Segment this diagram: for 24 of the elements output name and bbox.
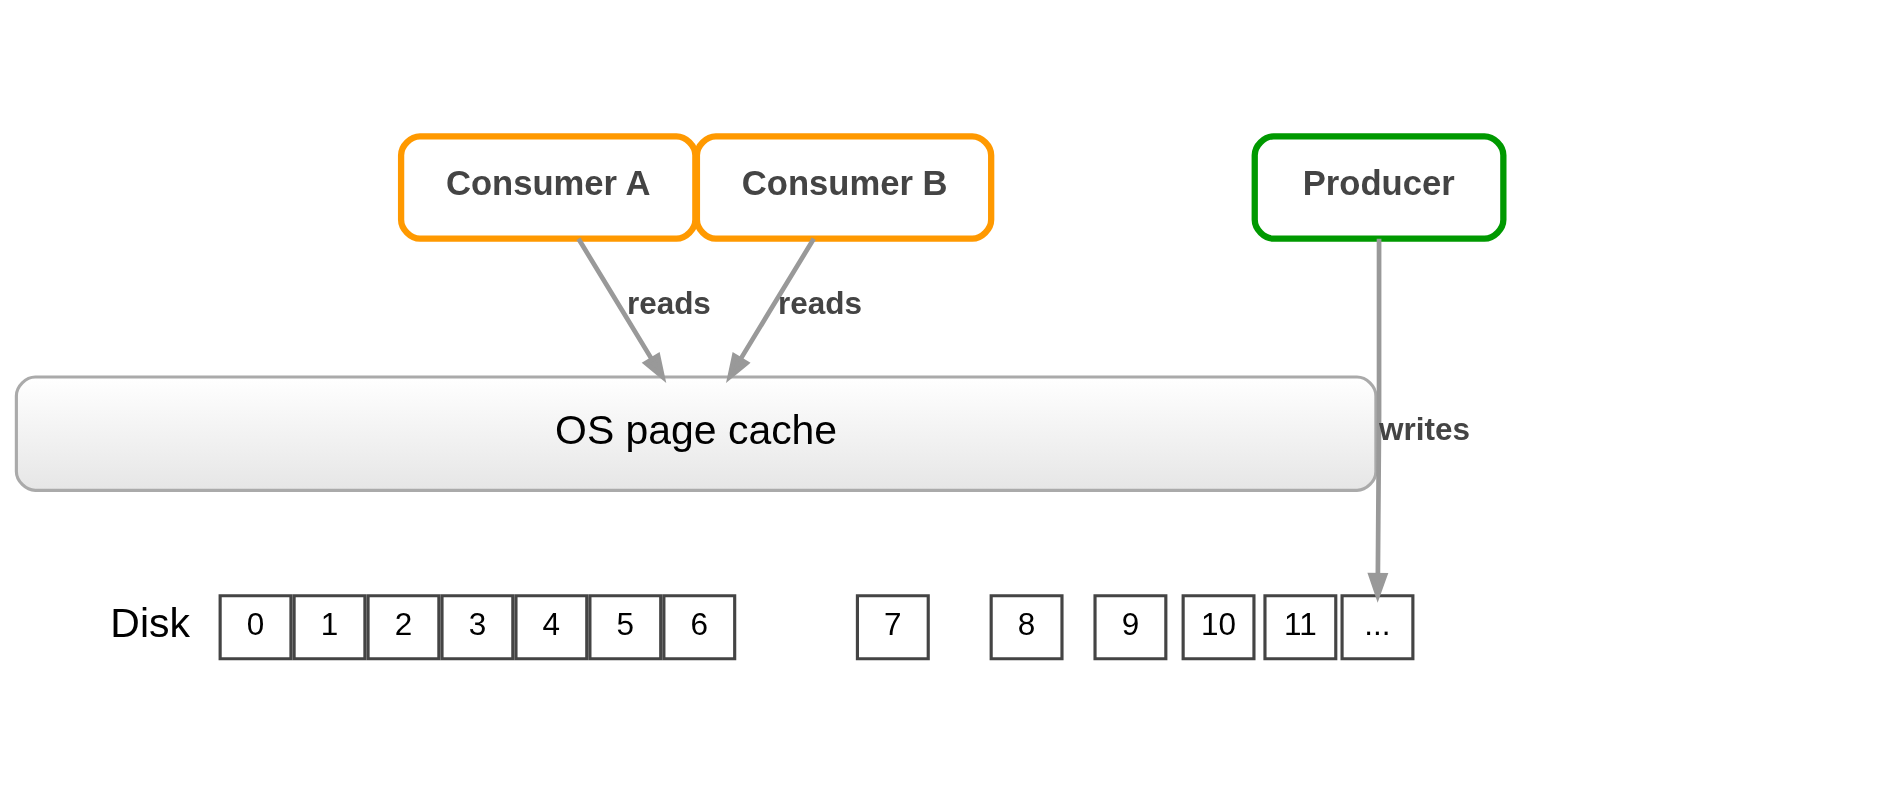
node-box: 8 xyxy=(989,594,1064,661)
node-box: 7 xyxy=(855,594,930,661)
node-box: 11 xyxy=(1262,594,1337,661)
arrow xyxy=(576,237,666,383)
node-box: 1 xyxy=(292,594,366,661)
node-box: 10 xyxy=(1181,594,1256,661)
label: Disk xyxy=(109,600,190,647)
node-box: Producer xyxy=(1251,133,1506,242)
arrow xyxy=(1366,238,1388,603)
node-box: 5 xyxy=(587,594,662,661)
node-box: 0 xyxy=(218,594,293,661)
node-box: 9 xyxy=(1092,594,1167,661)
node-box: OS page cache xyxy=(14,375,1377,492)
arrow xyxy=(725,237,816,383)
node-box: Consumer A xyxy=(397,133,698,242)
node-box: 4 xyxy=(513,594,588,661)
node-box: ... xyxy=(1340,594,1414,661)
edge-label: reads xyxy=(626,286,711,322)
node-box: Consumer B xyxy=(693,133,994,242)
node-box: 2 xyxy=(366,594,440,661)
edge-label: reads xyxy=(777,286,862,322)
node-box: 3 xyxy=(439,594,514,661)
edge-label: writes xyxy=(1378,411,1470,447)
node-box: 6 xyxy=(661,594,736,661)
